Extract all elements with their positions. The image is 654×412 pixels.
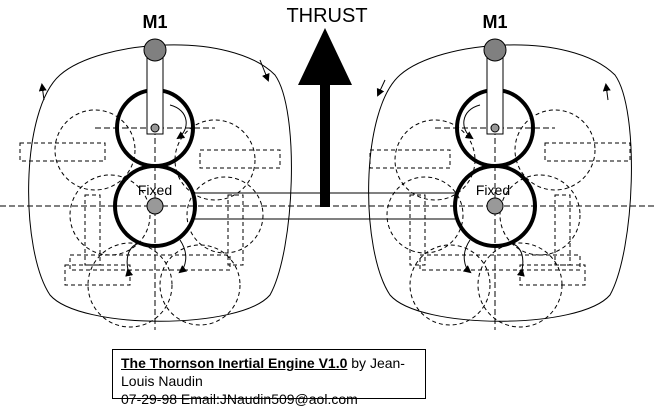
fixed-gear-right <box>453 164 537 248</box>
fixed-gear-left <box>113 164 197 248</box>
rod-left <box>146 49 164 135</box>
dashed-gears-left <box>19 109 281 328</box>
caption-box: The Thornson Inertial Engine V1.0 by Jea… <box>112 349 426 407</box>
caption-title: The Thornson Inertial Engine V1.0 <box>121 355 348 371</box>
left-unit: M1 Fixed <box>19 12 292 328</box>
caption-author: by Jean-Louis Naudin <box>121 355 405 389</box>
m1-mass-right <box>483 38 507 62</box>
m1-label-left: M1 <box>142 12 167 32</box>
rod-right <box>486 49 504 135</box>
orbit-path-right <box>368 44 632 322</box>
thrust-arrow: THRUST <box>286 5 368 207</box>
fixed-label-right: Fixed <box>476 182 510 198</box>
fixed-label-left: Fixed <box>138 182 172 198</box>
m1-label-right: M1 <box>482 12 507 32</box>
right-unit: M1 Fixed <box>368 12 632 328</box>
thrust-label: THRUST <box>286 5 367 27</box>
caption-date-email: 07-29-98 Email:JNaudin509@aol.com <box>121 391 358 407</box>
orbit-path-left <box>28 44 292 322</box>
m1-mass-left <box>143 38 167 62</box>
